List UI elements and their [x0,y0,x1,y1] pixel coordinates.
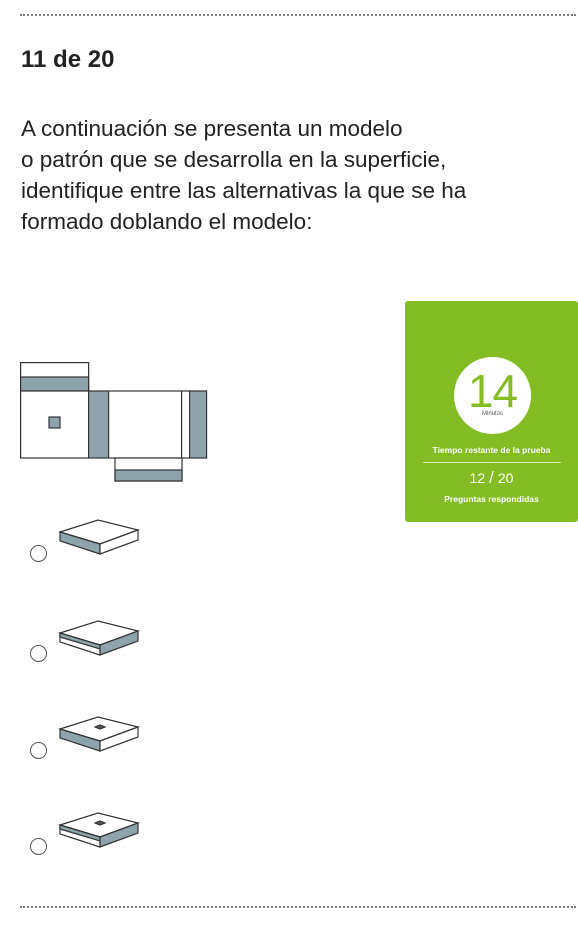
box-option-d-figure [58,812,141,848]
radio-option-b[interactable] [30,645,47,662]
option-b[interactable] [28,611,148,669]
question-text-line: formado doblando el modelo: [21,209,313,234]
option-c[interactable] [28,707,148,765]
progress-slash: / [489,468,494,487]
net-strip [87,390,110,459]
box-option-a-figure [58,519,141,555]
total-count: 20 [497,470,514,486]
timer-remaining-label: Tiempo restante de la prueba [432,445,551,455]
timer-minutes-unit: Minutos [481,411,503,417]
radio-option-a[interactable] [30,545,47,562]
question-text-line: A continuación se presenta un modelo [21,116,403,141]
net-strip [189,390,208,459]
option-d[interactable] [28,803,148,861]
timer-circle: 14 Minutos [454,357,531,434]
net-band [114,469,183,482]
timer-panel: 14 Minutos Tiempo restante de la prueba … [405,301,578,522]
top-divider [20,14,576,16]
net-center-face [107,390,183,459]
option-a[interactable] [28,510,148,568]
question-text-line: o patrón que se desarrolla en la superfi… [21,147,447,172]
answered-count: 12 [469,470,486,486]
question-text: A continuación se presenta un modelo o p… [21,113,571,237]
timer-divider [423,462,561,463]
box-option-b-figure [58,620,141,656]
answered-label: Preguntas respondidas [444,494,539,504]
timer-minutes-value: 14 [467,365,518,417]
radio-option-d[interactable] [30,838,47,855]
net-band [20,376,90,392]
question-number: 11 de 20 [21,46,115,73]
progress-count: 12/20 [405,469,578,487]
box-option-c-figure [58,716,141,752]
net-square [48,416,61,429]
question-text-line: identifique entre las alternativas la qu… [21,178,467,203]
radio-option-c[interactable] [30,742,47,759]
bottom-divider [20,906,576,908]
pattern-net-figure [20,362,208,482]
